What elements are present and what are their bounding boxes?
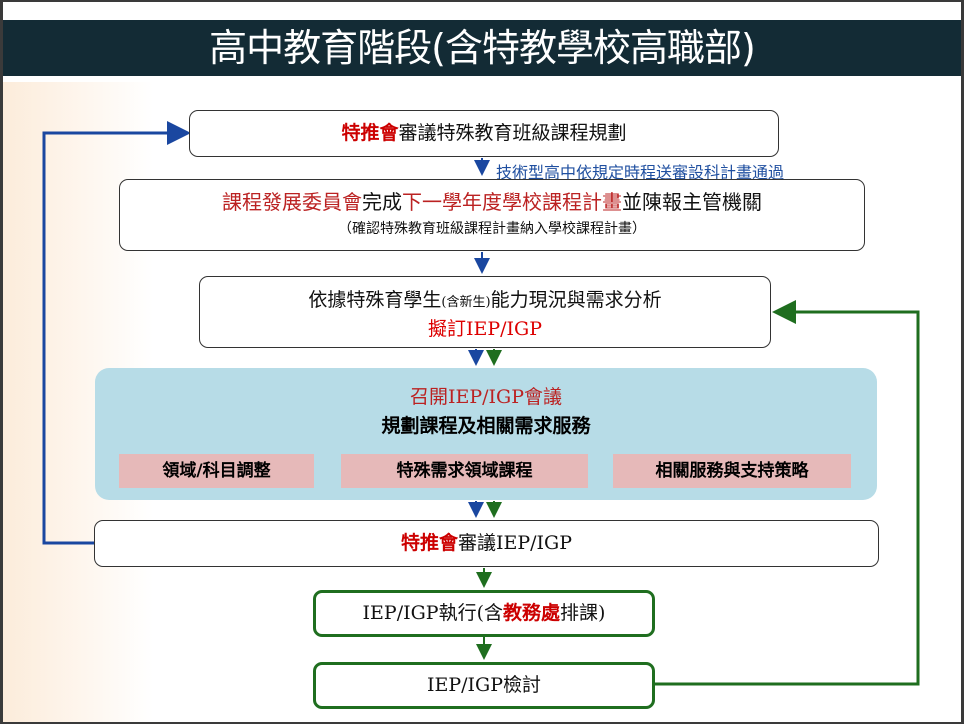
box-text: IEP/IGP執行(含	[362, 602, 503, 624]
committee-label: 特推會	[400, 532, 458, 554]
box-text: 並陳報主管機關	[622, 190, 762, 214]
tag-special-needs-curriculum: 特殊需求領域課程	[341, 454, 588, 488]
box-text: 能力現況與需求分析	[490, 289, 662, 311]
iep-meeting-panel: 召開IEP/IGP會議 規劃課程及相關需求服務 領域/科目調整 特殊需求領域課程…	[95, 368, 877, 500]
committee-label: 特推會	[341, 122, 399, 144]
box-text: 完成	[362, 190, 402, 214]
panel-title: 召開IEP/IGP會議	[409, 386, 563, 408]
note-vocational: 技術型高中依規定時程送審設科計畫通過	[496, 163, 785, 182]
box-text: 擬訂IEP/IGP	[427, 318, 543, 340]
loop-arrow-green	[654, 300, 920, 686]
box-text: 課程發展委員會	[222, 190, 362, 214]
box-text: (含新生)	[441, 295, 491, 310]
box-curriculum-plan: 課程發展委員會完成下一學年度學校課程計畫並陳報主管機關 （確認特殊教育班級課程計…	[119, 179, 865, 251]
box-text: 審議IEP/IGP	[457, 532, 573, 554]
tag-related-services: 相關服務與支持策略	[613, 454, 851, 488]
tag-subject-adjustment: 領域/科目調整	[119, 454, 314, 488]
connector-arrows	[42, 121, 920, 686]
slide-title: 高中教育階段(含特教學校高職部)	[3, 20, 961, 76]
box-iep-review: 特推會審議IEP/IGP	[94, 520, 879, 567]
box-course-planning-review: 特推會審議特殊教育班級課程規劃	[189, 110, 779, 157]
box-text: 依據特殊育學生	[308, 289, 442, 311]
box-subtext: （確認特殊教育班級課程計畫納入學校課程計畫）	[338, 221, 646, 237]
box-text: 審議特殊教育班級課程規劃	[398, 122, 627, 144]
box-text: IEP/IGP檢討	[426, 674, 542, 696]
box-iep-execution: IEP/IGP執行(含教務處排課)	[313, 590, 655, 637]
panel-subtitle: 規劃課程及相關需求服務	[381, 415, 591, 437]
box-iep-evaluation: IEP/IGP檢討	[313, 662, 655, 709]
box-text: 下一學年度學校課程計畫	[402, 190, 622, 214]
box-text: 排課)	[560, 602, 606, 624]
box-needs-analysis: 依據特殊育學生(含新生)能力現況與需求分析 擬訂IEP/IGP	[199, 276, 771, 348]
loop-arrow-blue	[42, 121, 191, 545]
box-text: 教務處	[503, 602, 561, 624]
slide: 高中教育階段(含特教學校高職部) 特推會審議特殊教育班級課程規劃 技術型高中依規…	[3, 2, 961, 722]
